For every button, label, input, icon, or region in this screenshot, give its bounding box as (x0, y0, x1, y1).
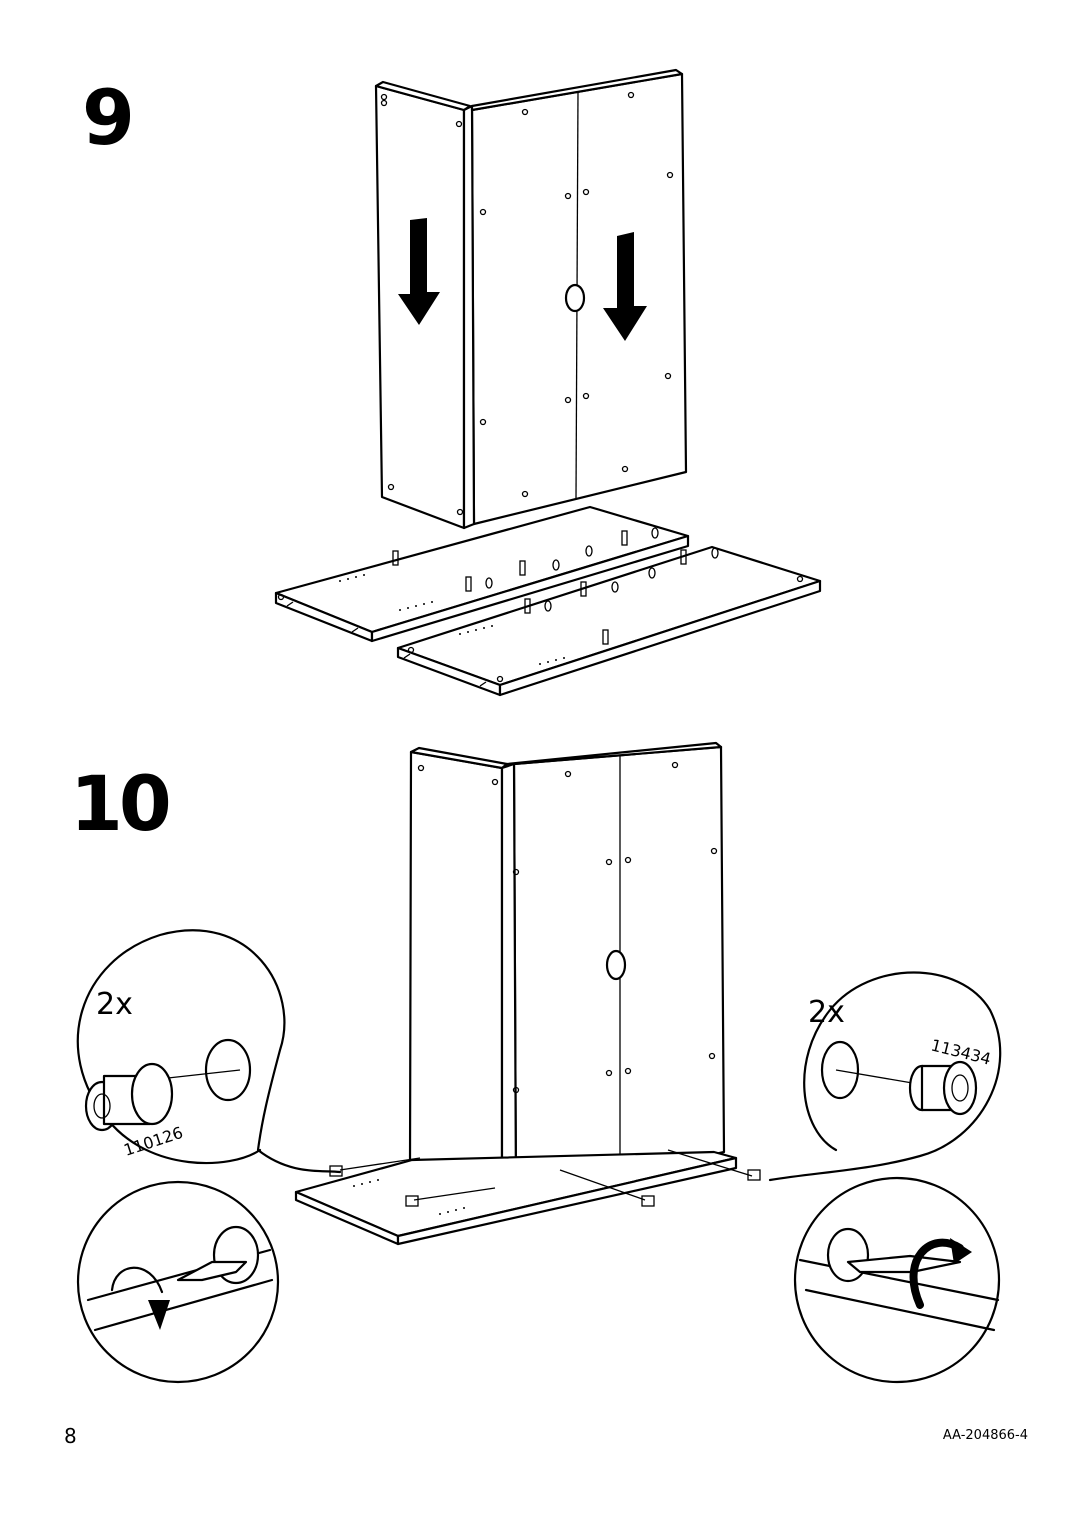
page-number: 8 (64, 1424, 77, 1448)
step-9-number: 9 (82, 73, 135, 162)
step-9-cabinet-illustration (274, 68, 822, 697)
callout-left-part-number: 110126 (121, 1123, 185, 1160)
callout-right-cam-lock: 2x 113434 (768, 971, 1002, 1182)
callout-left-screwdriver (76, 1180, 280, 1384)
callout-right-screwdriver (793, 1176, 1001, 1384)
step-10-cabinet-illustration (294, 741, 761, 1246)
callout-left-quantity: 2x (96, 987, 133, 1022)
cam-lock-113434-icon (908, 1060, 978, 1116)
callout-left-cam-lock: 2x 110126 (76, 929, 342, 1174)
callout-right-quantity: 2x (808, 995, 845, 1030)
step-10-number: 10 (70, 759, 172, 848)
document-code: AA-204866-4 (942, 1428, 1028, 1443)
cam-lock-110126-icon (84, 1062, 174, 1132)
